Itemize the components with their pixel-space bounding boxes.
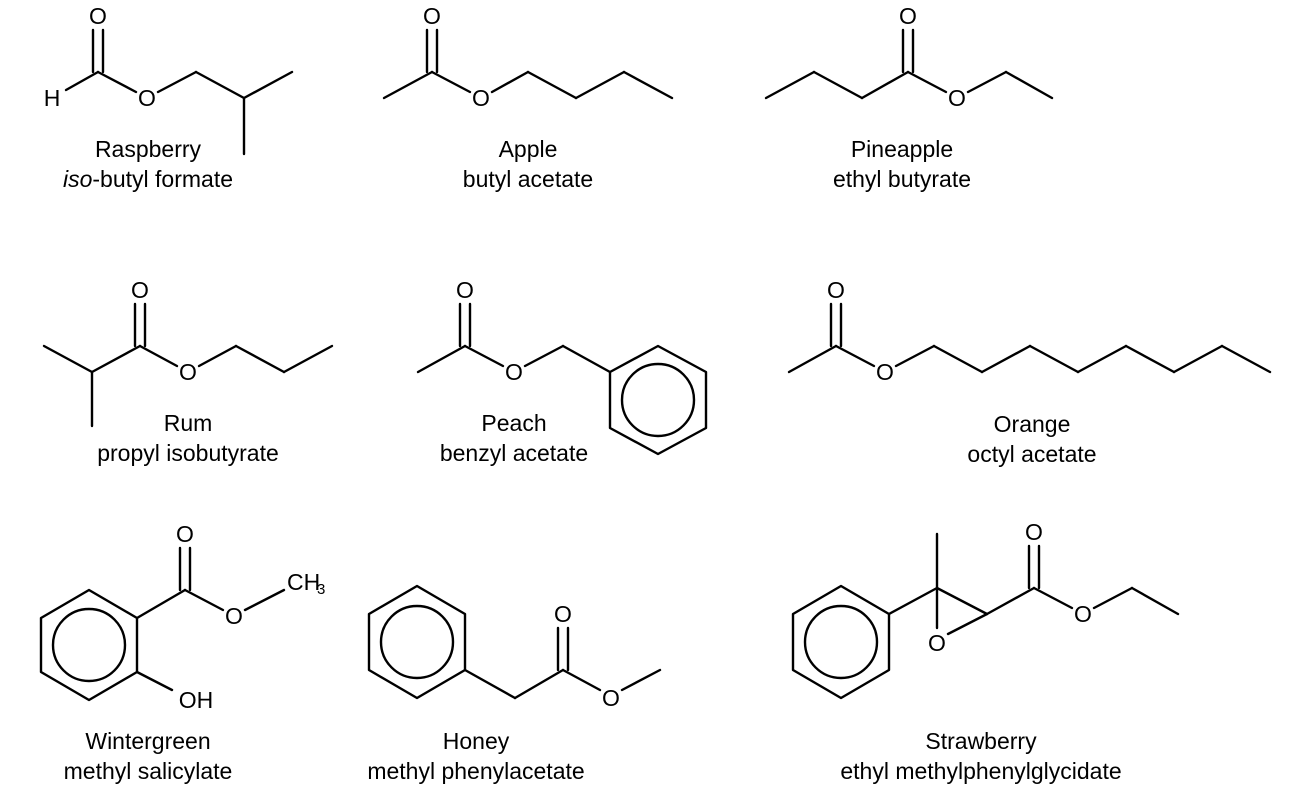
ester-oxygen-label: O	[472, 85, 490, 111]
compound-name: benzyl acetate	[439, 440, 589, 466]
epoxide-oxygen-label: O	[928, 630, 946, 656]
ester-oxygen-label: O	[602, 685, 620, 711]
compound-name: methyl phenylacetate	[367, 758, 585, 784]
ester-oxygen-label: O	[876, 359, 894, 385]
carbonyl-oxygen-label: O	[423, 3, 441, 29]
structure-pineapple: O O	[764, 3, 1054, 111]
structure-apple: O O	[382, 3, 674, 111]
methyl-subscript-label: 3	[317, 581, 325, 598]
flavor-label: Strawberry	[925, 728, 1037, 754]
carbonyl-oxygen-label: O	[827, 277, 845, 303]
compound-name: octyl acetate	[967, 441, 1097, 467]
ester-oxygen-label: O	[138, 85, 156, 111]
structure-raspberry: O H O	[44, 3, 294, 156]
caption-honey: Honey methyl phenylacetate	[296, 726, 656, 786]
ester-oxygen-label: O	[1074, 601, 1092, 627]
flavor-label: Raspberry	[94, 136, 202, 162]
carbonyl-oxygen-label: O	[456, 277, 474, 303]
compound-name: ethyl methylphenylglycidate	[840, 758, 1122, 784]
ester-oxygen-label: O	[179, 359, 197, 385]
ester-oxygen-label: O	[225, 603, 243, 629]
caption-wintergreen: Wintergreen methyl salicylate	[0, 726, 328, 786]
carbonyl-oxygen-label: O	[1025, 519, 1043, 545]
compound-name: propyl isobutyrate	[97, 440, 279, 466]
flavor-label: Honey	[442, 728, 510, 754]
structure-wintergreen: O O OH CH 3	[39, 521, 325, 713]
compound-name: ethyl butyrate	[832, 166, 972, 192]
caption-pineapple: Pineapple ethyl butyrate	[722, 134, 1082, 194]
carbonyl-oxygen-label: O	[554, 601, 572, 627]
structure-honey: O O	[367, 584, 662, 711]
carbonyl-oxygen-label: O	[899, 3, 917, 29]
flavor-label: Orange	[993, 411, 1071, 437]
structure-rum: O O	[42, 277, 334, 428]
flavor-label: Apple	[498, 136, 558, 162]
structure-orange: O O	[787, 277, 1272, 385]
ester-oxygen-label: O	[948, 85, 966, 111]
compound-name-prefix: iso	[62, 166, 93, 192]
flavor-label: Wintergreen	[85, 728, 211, 754]
structure-peach: O O	[416, 277, 708, 456]
flavor-label: Rum	[163, 410, 213, 436]
caption-orange: Orange octyl acetate	[852, 409, 1212, 469]
flavor-label: Pineapple	[850, 136, 954, 162]
carbonyl-oxygen-label: O	[89, 3, 107, 29]
hydroxyl-label: OH	[179, 687, 214, 713]
carbonyl-oxygen-label: O	[176, 521, 194, 547]
caption-apple: Apple butyl acetate	[348, 134, 708, 194]
caption-peach: Peach benzyl acetate	[334, 408, 694, 468]
flavor-label: Peach	[481, 410, 547, 436]
caption-rum: Rum propyl isobutyrate	[8, 408, 368, 468]
compound-name: butyl acetate	[462, 166, 594, 192]
caption-raspberry: Raspberry iso-butyl formate	[0, 134, 328, 194]
methyl-carbon-label: CH	[287, 569, 320, 595]
compound-name-rest: -butyl formate	[92, 166, 233, 192]
compound-name: iso-butyl formate	[0, 164, 328, 194]
ester-oxygen-label: O	[505, 359, 523, 385]
carbonyl-oxygen-label: O	[131, 277, 149, 303]
structure-strawberry: O O O	[791, 519, 1180, 700]
compound-name: methyl salicylate	[63, 758, 233, 784]
hydrogen-label: H	[44, 85, 61, 111]
caption-strawberry: Strawberry ethyl methylphenylglycidate	[801, 726, 1161, 786]
